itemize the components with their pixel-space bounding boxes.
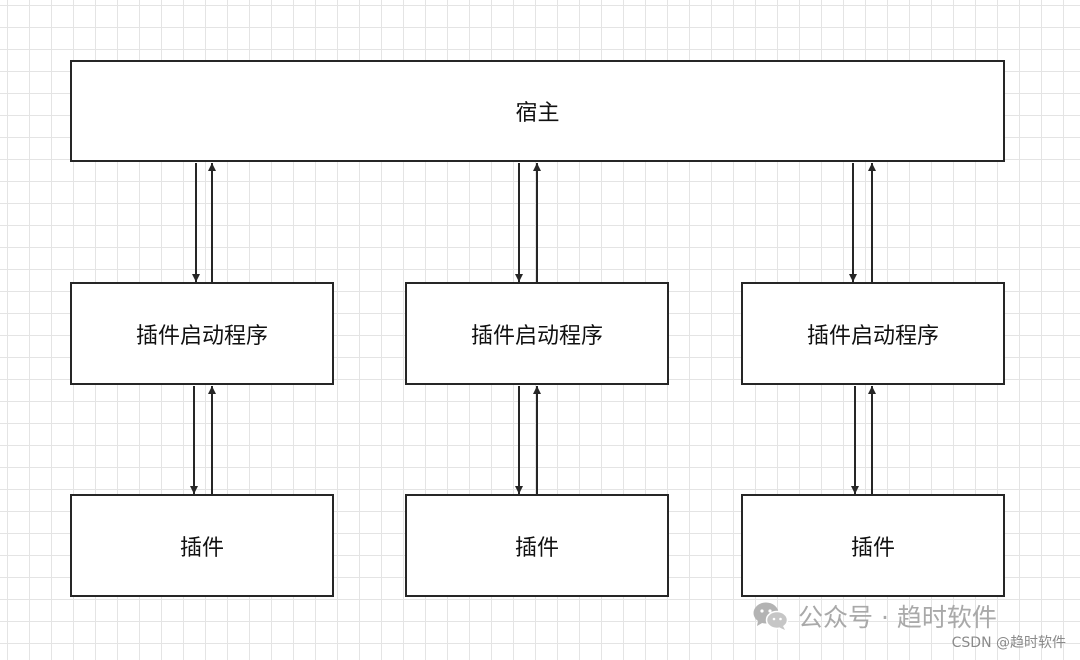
plugin-box-3: 插件 xyxy=(741,494,1005,597)
plugin-label-3: 插件 xyxy=(850,535,895,561)
host-box: 宿主 xyxy=(70,60,1005,162)
wechat-watermark: 公众号 · 趋时软件 xyxy=(752,596,997,636)
plugin-label-1: 插件 xyxy=(179,535,224,561)
csdn-watermark: CSDN @趋时软件 xyxy=(951,635,1066,651)
host-label: 宿主 xyxy=(515,101,560,126)
plugin-label-2: 插件 xyxy=(514,535,559,561)
plugin-loader-box-2: 插件启动程序 xyxy=(405,282,669,385)
plugin-box-2: 插件 xyxy=(405,494,669,597)
plugin-loader-box-3: 插件启动程序 xyxy=(741,282,1005,385)
wechat-icon xyxy=(753,602,789,630)
plugin-loader-label-2: 插件启动程序 xyxy=(470,323,603,349)
plugin-box-1: 插件 xyxy=(70,494,334,597)
plugin-loader-box-1: 插件启动程序 xyxy=(70,282,334,385)
wechat-account-label: 公众号 · 趋时软件 xyxy=(798,603,997,632)
plugin-loader-label-3: 插件启动程序 xyxy=(806,323,939,349)
plugin-loader-label-1: 插件启动程序 xyxy=(135,323,268,349)
